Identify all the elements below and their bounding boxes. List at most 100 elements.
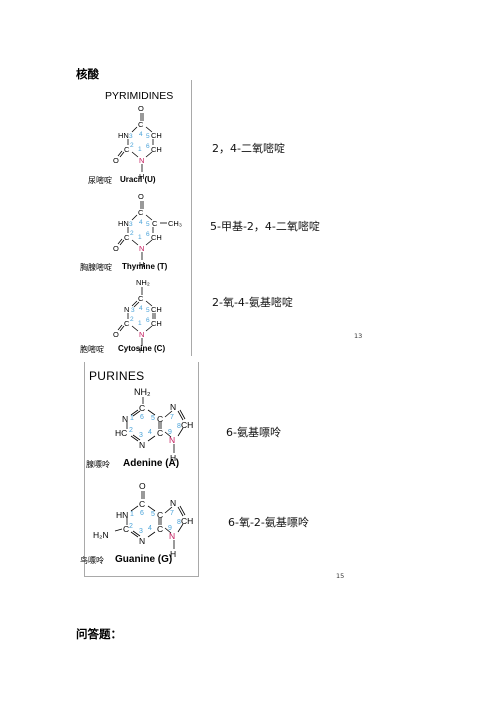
atom-ch: CH bbox=[151, 145, 162, 154]
atom-c: C bbox=[157, 510, 163, 520]
atom-hc: HC bbox=[115, 428, 127, 438]
atom-nh2: NH₂ bbox=[136, 278, 150, 287]
adenine-note: 6-氨基嘌呤 bbox=[226, 426, 281, 439]
atom-n: N bbox=[139, 330, 144, 339]
atom-c: C bbox=[138, 120, 144, 129]
ring-number: 7 bbox=[170, 510, 174, 517]
atom-c: C bbox=[138, 208, 144, 217]
atom-n: N bbox=[170, 402, 176, 412]
adenine-structure: NH₂ C N C N CH HC C N N H 1 6 5 7 2 3 4 … bbox=[115, 387, 193, 463]
atom-c: C bbox=[139, 499, 145, 509]
atom-n: N bbox=[124, 305, 129, 314]
atom-o: O bbox=[113, 156, 119, 165]
ring-number: 1 bbox=[138, 234, 142, 241]
uracil-note: 2，4-二氧嘧啶 bbox=[212, 142, 285, 155]
ring-number: 6 bbox=[146, 143, 150, 150]
atom-ch: CH bbox=[151, 305, 162, 314]
atom-nh2: NH₂ bbox=[134, 387, 151, 397]
thymine-cn-label: 胸腺嘧啶 bbox=[80, 263, 112, 272]
ring-number: 5 bbox=[151, 511, 155, 518]
ring-number: 1 bbox=[130, 511, 134, 518]
atom-ch: CH bbox=[181, 516, 193, 526]
atom-ch: CH bbox=[151, 233, 162, 242]
thymine-structure: O C HN C CH₃ C CH O N H 3 4 5 2 1 6 bbox=[113, 192, 182, 269]
ring-number: 9 bbox=[168, 525, 172, 532]
atom-n: N bbox=[139, 244, 144, 253]
atom-n: N bbox=[169, 435, 175, 445]
page-number: 13 bbox=[354, 332, 363, 340]
guanine-en-label: Guanine (G) bbox=[115, 554, 173, 565]
atom-h: H bbox=[170, 549, 176, 559]
uracil-cn-label: 尿嘧啶 bbox=[88, 176, 112, 185]
atom-c: C bbox=[124, 319, 130, 328]
atom-n: N bbox=[139, 536, 145, 546]
atom-c: C bbox=[124, 145, 130, 154]
ring-number: 1 bbox=[138, 146, 142, 153]
guanine-note: 6-氧-2-氨基嘌呤 bbox=[228, 516, 309, 529]
ring-number: 4 bbox=[139, 219, 143, 226]
adenine-en-label: Adenine (A) bbox=[123, 458, 180, 469]
ring-number: 3 bbox=[129, 221, 133, 228]
atom-n: N bbox=[139, 440, 145, 450]
atom-o: O bbox=[113, 330, 119, 339]
ring-number: 6 bbox=[146, 231, 150, 238]
purines-header: PURINES bbox=[89, 369, 145, 383]
atom-h: H bbox=[139, 346, 144, 355]
ring-number: 2 bbox=[129, 427, 133, 434]
thymine-note: 5-甲基-2，4-二氧嘧啶 bbox=[210, 220, 320, 233]
ring-number: 7 bbox=[170, 414, 174, 421]
atom-ch: CH bbox=[181, 420, 193, 430]
pyrimidines-panel: PYRIMIDINES O C HN CH C CH O N H 3 4 5 2 bbox=[78, 80, 192, 356]
atom-c: C bbox=[138, 294, 144, 303]
atom-ch: CH bbox=[151, 131, 162, 140]
ring-number: 3 bbox=[139, 432, 143, 439]
ring-number: 8 bbox=[177, 519, 181, 526]
ring-number: 5 bbox=[151, 415, 155, 422]
atom-h: H bbox=[170, 453, 176, 463]
thymine-en-label: Thymine (T) bbox=[122, 262, 168, 271]
atom-c: C bbox=[124, 233, 130, 242]
atom-o: O bbox=[138, 192, 144, 201]
guanine-structure: O C HN C N CH C H₂N C N N H 1 6 5 7 2 3 … bbox=[93, 481, 193, 559]
ring-number: 4 bbox=[139, 131, 143, 138]
atom-c: C bbox=[157, 428, 163, 438]
ring-number: 1 bbox=[138, 320, 142, 327]
atom-n: N bbox=[169, 531, 175, 541]
ring-number: 2 bbox=[130, 230, 134, 237]
cytosine-note: 2-氧-4-氨基嘧啶 bbox=[212, 296, 293, 309]
ring-number: 4 bbox=[148, 525, 152, 532]
ring-number: 4 bbox=[139, 305, 143, 312]
atom-o: O bbox=[138, 104, 144, 113]
atom-ch3: CH₃ bbox=[168, 219, 182, 228]
page-title: 核酸 bbox=[76, 67, 99, 81]
ring-number: 6 bbox=[146, 317, 150, 324]
atom-n: N bbox=[139, 156, 144, 165]
purines-panel: PURINES NH₂ C N C N CH HC C N N bbox=[80, 362, 199, 577]
ring-number: 2 bbox=[129, 523, 133, 530]
ring-number: 5 bbox=[146, 133, 150, 140]
cytosine-cn-label: 胞嘧啶 bbox=[80, 345, 104, 354]
adenine-cn-label: 腺嘌呤 bbox=[86, 460, 110, 469]
ring-number: 4 bbox=[148, 429, 152, 436]
ring-number: 5 bbox=[146, 221, 150, 228]
atom-hn: HN bbox=[118, 131, 129, 140]
atom-h: H bbox=[139, 260, 144, 269]
atom-hn: HN bbox=[118, 219, 129, 228]
ring-number: 6 bbox=[140, 510, 144, 517]
ring-number: 3 bbox=[129, 133, 133, 140]
pyrimidines-header: PYRIMIDINES bbox=[105, 90, 174, 102]
ring-number: 5 bbox=[146, 307, 150, 314]
atom-c: C bbox=[123, 524, 129, 534]
atom-c: C bbox=[157, 414, 163, 424]
atom-hn: HN bbox=[116, 510, 128, 520]
atom-n: N bbox=[170, 498, 176, 508]
ring-number: 6 bbox=[140, 414, 144, 421]
ring-number: 2 bbox=[130, 142, 134, 149]
cytosine-en-label: Cytosine (C) bbox=[118, 344, 166, 353]
atom-c: C bbox=[152, 219, 158, 228]
ring-number: 9 bbox=[168, 429, 172, 436]
page-number: 15 bbox=[336, 572, 345, 580]
atom-ch: CH bbox=[151, 319, 162, 328]
qa-section-heading: 问答题： bbox=[76, 627, 122, 641]
cytosine-structure: NH₂ C N CH C CH O N H 3 4 5 2 1 6 bbox=[113, 278, 162, 355]
